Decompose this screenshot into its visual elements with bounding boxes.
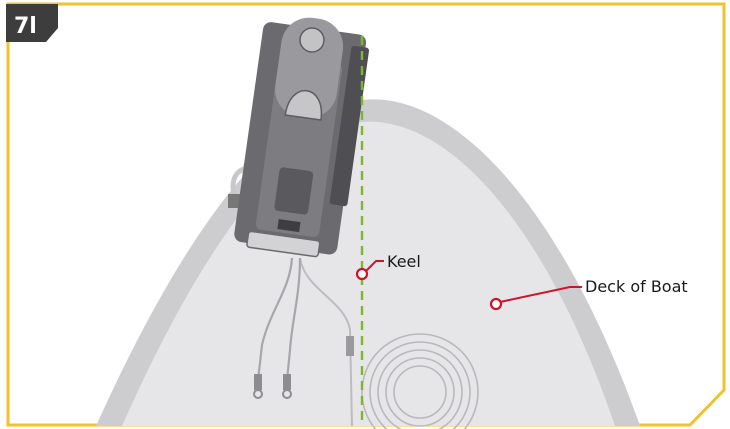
battery-leads bbox=[256, 257, 302, 381]
mount-top-cap bbox=[275, 17, 344, 119]
cable-lead bbox=[299, 257, 353, 427]
keel-label: Keel bbox=[387, 252, 421, 271]
mount-knob bbox=[299, 27, 325, 53]
deck-label: Deck of Boat bbox=[585, 277, 688, 296]
keel-callout: Keel bbox=[355, 252, 421, 281]
motor-mount bbox=[234, 17, 370, 258]
boat-deck bbox=[122, 121, 615, 426]
mount-side-rail bbox=[329, 45, 370, 207]
ring-terminal-left bbox=[253, 389, 263, 399]
step-label: 7l bbox=[14, 14, 37, 39]
mount-handle bbox=[284, 89, 323, 121]
cable-connector bbox=[346, 336, 354, 356]
mount-base-clip bbox=[246, 230, 321, 258]
coiled-cable bbox=[361, 333, 479, 429]
mount-latch bbox=[274, 167, 314, 215]
deck-callout: Deck of Boat bbox=[489, 277, 688, 311]
step-badge bbox=[6, 4, 58, 42]
mount-slot bbox=[277, 219, 301, 233]
ring-terminal-right bbox=[282, 389, 292, 399]
ring-terminals bbox=[254, 374, 291, 390]
